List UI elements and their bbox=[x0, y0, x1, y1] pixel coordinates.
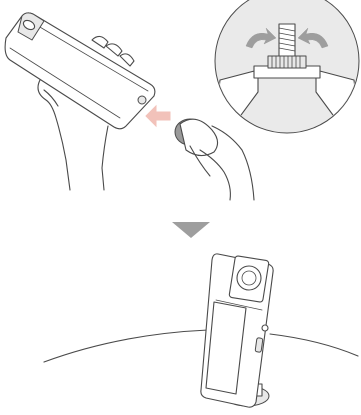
holding-hand bbox=[38, 80, 70, 190]
thumb bbox=[180, 119, 218, 155]
screw-detail-inset bbox=[214, 0, 360, 133]
insert-direction-arrow bbox=[146, 106, 170, 126]
next-step-arrow bbox=[172, 222, 210, 238]
side-button bbox=[262, 325, 268, 331]
finger-2 bbox=[106, 44, 122, 56]
camera-standing bbox=[201, 254, 273, 407]
side-port bbox=[255, 338, 263, 353]
camera-held-in-hand bbox=[5, 13, 155, 190]
adapter-in-hand bbox=[175, 119, 254, 200]
lens bbox=[237, 266, 261, 290]
table-surface bbox=[44, 330, 358, 362]
finger-3 bbox=[120, 54, 134, 66]
tripod-socket bbox=[138, 96, 146, 104]
